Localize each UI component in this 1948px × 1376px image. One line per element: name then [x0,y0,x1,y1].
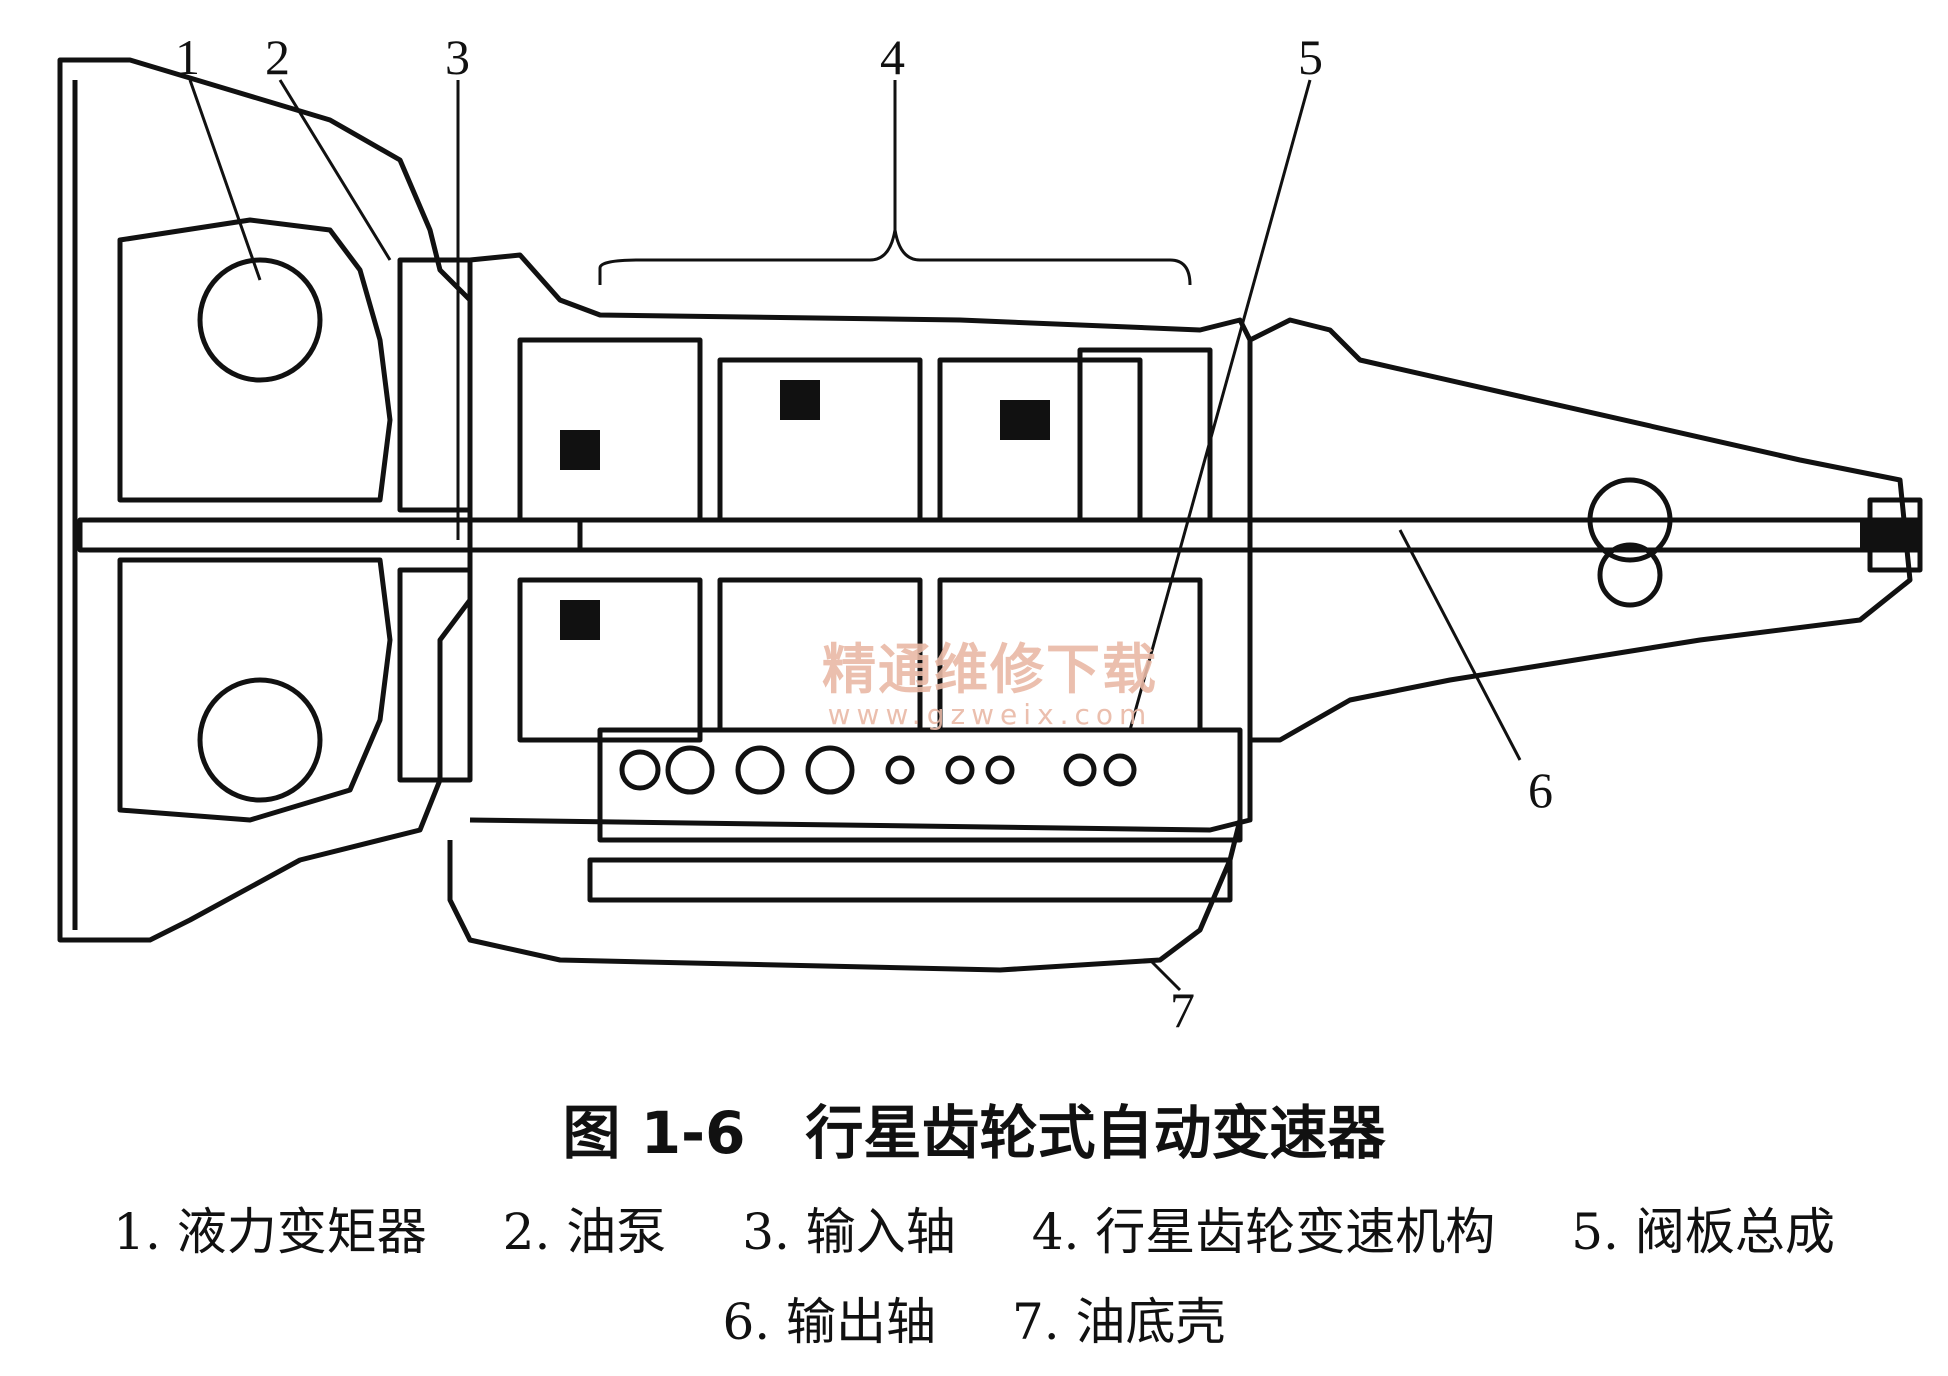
input-shaft [77,517,583,553]
extension-housing [1248,317,1913,743]
legend-item-valve-body: 5. 阀板总成 [1571,1203,1835,1261]
figure-caption: 图 1-6 行星齿轮式自动变速器 [0,1098,1948,1168]
valve-body [597,727,1243,843]
callout-2: 2 [265,29,290,85]
leader-1 [188,79,262,281]
planetary-set-1 [517,337,703,523]
transmission-diagram: 1 2 3 4 5 6 7 精通维修下载 www.gzweix.com [57,29,1923,1038]
watermark-text: 精通维修下载 [822,638,1158,701]
callout-6: 6 [1528,762,1553,818]
torque-converter-lower [117,557,393,823]
callout-3: 3 [445,29,470,85]
callout-7: 7 [1170,982,1195,1038]
figure-label: 图 1-6 [562,1099,746,1167]
legend-row-2: 6. 输出轴 7. 油底壳 [0,1290,1948,1354]
oil-pan [447,819,1243,973]
leader-7 [1148,958,1182,992]
legend-item-oil-pan: 7. 油底壳 [1011,1293,1226,1351]
watermark: 精通维修下载 www.gzweix.com [800,640,1180,730]
legend-row-1: 1. 液力变矩器 2. 油泵 3. 输入轴 4. 行星齿轮变速机构 5. 阀板总… [0,1200,1948,1264]
oil-pump [397,257,473,513]
leader-5 [1128,79,1312,731]
watermark-url: www.gzweix.com [827,698,1153,731]
transmission-cross-section [57,57,1923,992]
legend-item-oil-pump: 2. 油泵 [502,1203,667,1261]
bracket-4 [598,229,1192,286]
callout-4: 4 [880,29,905,85]
leader-2 [278,79,392,261]
legend-item-planetary-gear: 4. 行星齿轮变速机构 [1031,1203,1496,1261]
torque-converter-upper [117,217,393,503]
leader-6 [1398,529,1522,761]
callout-5: 5 [1298,29,1323,85]
legend-item-output-shaft: 6. 输出轴 [722,1293,937,1351]
legend-item-input-shaft: 3. 输入轴 [742,1203,956,1261]
callout-1: 1 [175,29,200,85]
legend-item-torque-converter: 1. 液力变矩器 [113,1203,427,1261]
figure-title: 行星齿轮式自动变速器 [805,1099,1386,1167]
